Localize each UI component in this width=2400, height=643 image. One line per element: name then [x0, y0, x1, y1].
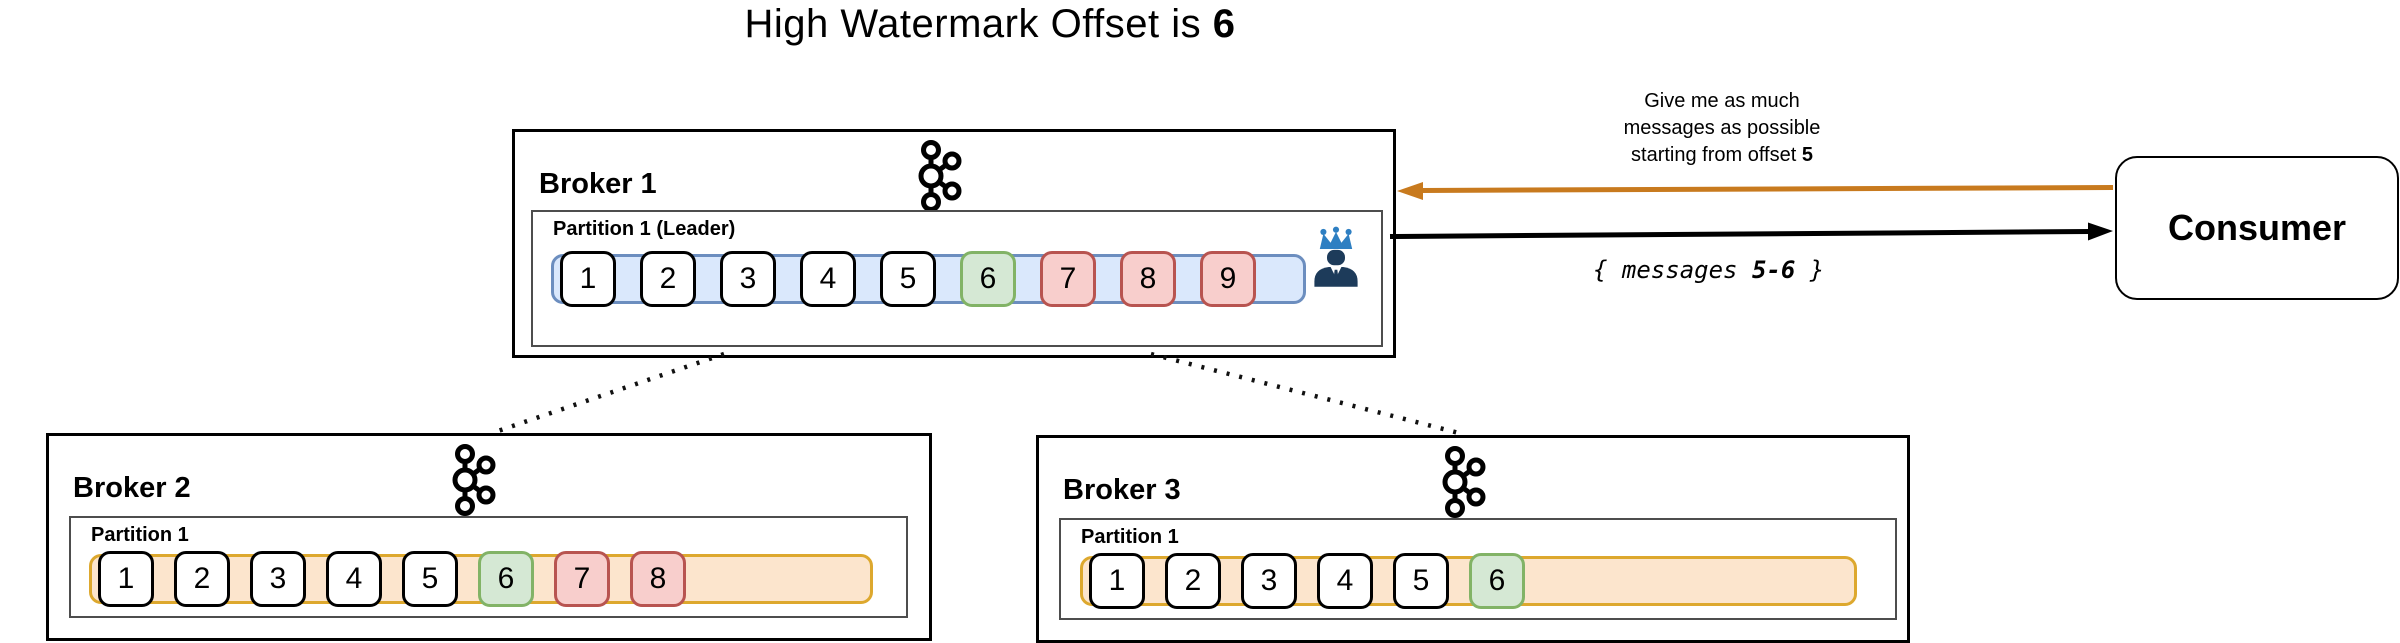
leader-icon — [1314, 226, 1358, 287]
response-prefix: { messages — [1593, 256, 1738, 284]
message-box-3: 3 — [1241, 553, 1297, 609]
message-box-8: 8 — [1120, 251, 1176, 307]
broker-2-label: Broker 2 — [73, 472, 191, 504]
message-box-2: 2 — [1165, 553, 1221, 609]
message-box-4: 4 — [800, 251, 856, 307]
request-line-2: messages as possible — [1623, 117, 1821, 139]
response-arrow — [1389, 222, 2113, 241]
message-box-8: 8 — [630, 551, 686, 607]
replication-link-broker2 — [497, 351, 725, 434]
message-box-7: 7 — [1040, 251, 1096, 307]
message-box-2: 2 — [640, 251, 696, 307]
request-line-1: Give me as much — [1644, 90, 1800, 112]
broker-1-label: Broker 1 — [539, 168, 657, 200]
message-box-3: 3 — [720, 251, 776, 307]
request-arrow — [1397, 182, 2114, 200]
message-box-3: 3 — [250, 551, 306, 607]
kafka-logo-icon — [439, 442, 497, 518]
request-annotation: Give me as much messages as possible sta… — [1572, 88, 1872, 169]
message-box-6: 6 — [478, 551, 534, 607]
broker-1-partition-label: Partition 1 (Leader) — [553, 218, 736, 240]
kafka-logo-icon — [1429, 444, 1487, 520]
message-box-2: 2 — [174, 551, 230, 607]
kafka-logo-icon — [905, 138, 963, 214]
response-range-value: 5-6 — [1751, 256, 1796, 284]
request-offset-value: 5 — [1801, 144, 1813, 166]
message-box-1: 1 — [98, 551, 154, 607]
message-box-1: 1 — [560, 251, 616, 307]
diagram-title: High Watermark Offset is 6 — [510, 2, 1470, 47]
response-suffix: } — [1809, 256, 1825, 284]
consumer-label: Consumer — [2167, 207, 2347, 248]
message-box-1: 1 — [1089, 553, 1145, 609]
message-box-4: 4 — [326, 551, 382, 607]
diagram-title-text: High Watermark Offset is — [744, 2, 1202, 46]
message-box-5: 5 — [880, 251, 936, 307]
diagram-title-value: 6 — [1212, 2, 1236, 46]
request-line-3: starting from offset — [1631, 144, 1797, 166]
message-box-9: 9 — [1200, 251, 1256, 307]
replication-link-broker3 — [1150, 351, 1460, 436]
broker-3-label: Broker 3 — [1063, 474, 1181, 506]
message-box-5: 5 — [402, 551, 458, 607]
message-box-4: 4 — [1317, 553, 1373, 609]
consumer-box: Consumer — [2115, 156, 2399, 300]
broker-2-partition-label: Partition 1 — [91, 524, 189, 546]
message-box-6: 6 — [1469, 553, 1525, 609]
message-box-6: 6 — [960, 251, 1016, 307]
message-box-7: 7 — [554, 551, 610, 607]
response-annotation: { messages 5-6 } — [1593, 256, 1824, 284]
message-box-5: 5 — [1393, 553, 1449, 609]
broker-3-partition-label: Partition 1 — [1081, 526, 1179, 548]
